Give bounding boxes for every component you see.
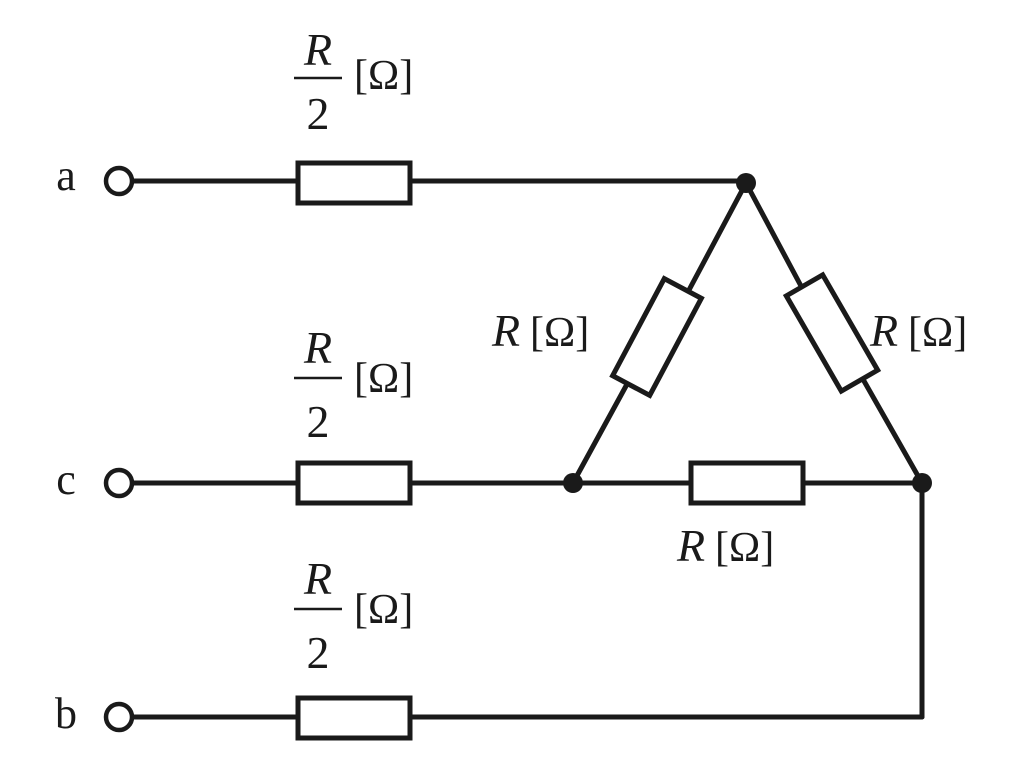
resistor-c [295,460,413,506]
label-c-numerator: R [303,322,332,373]
resistor-delta-bottom [688,460,806,506]
terminal-a [103,165,135,197]
label-delta-bottom-symbol: R [676,520,705,571]
label-delta-left: R [Ω] [491,305,589,356]
resistor-b [295,695,413,741]
label-a-denominator: 2 [307,88,330,139]
label-resistor-a: R 2 [Ω] [294,24,413,139]
resistor-delta-right [782,271,882,395]
label-delta-left-symbol: R [491,305,520,356]
label-delta-left-unit: [Ω] [530,310,589,356]
junction-left [563,473,583,493]
label-delta-right-unit: [Ω] [908,310,967,356]
resistor-delta-left [609,275,705,399]
label-c-denominator: 2 [307,396,330,447]
label-b-numerator: R [303,553,332,604]
terminal-a-label: a [56,151,76,200]
label-delta-right-symbol: R [869,305,898,356]
label-b-unit: [Ω] [354,587,413,633]
wire-delta-left-bottom [570,383,629,486]
label-resistor-c: R 2 [Ω] [294,322,413,447]
junction-right [912,473,932,493]
terminal-c-label: c [56,455,76,504]
label-a-numerator: R [303,24,332,75]
label-delta-bottom: R [Ω] [676,520,774,571]
wire-delta-right-top [743,180,804,289]
label-b-denominator: 2 [307,627,330,678]
label-delta-bottom-unit: [Ω] [715,525,774,571]
wires [130,178,925,720]
terminal-b-label: b [55,689,77,738]
wire-delta-right-bottom [861,378,925,486]
label-c-unit: [Ω] [354,356,413,402]
junction-top [736,173,756,193]
terminal-c [103,467,135,499]
resistor-a [295,160,413,206]
label-delta-right: R [Ω] [869,305,967,356]
terminal-b [103,701,135,733]
label-resistor-b: R 2 [Ω] [294,553,413,678]
label-a-unit: [Ω] [354,53,413,99]
wire-delta-left-top [686,180,749,293]
